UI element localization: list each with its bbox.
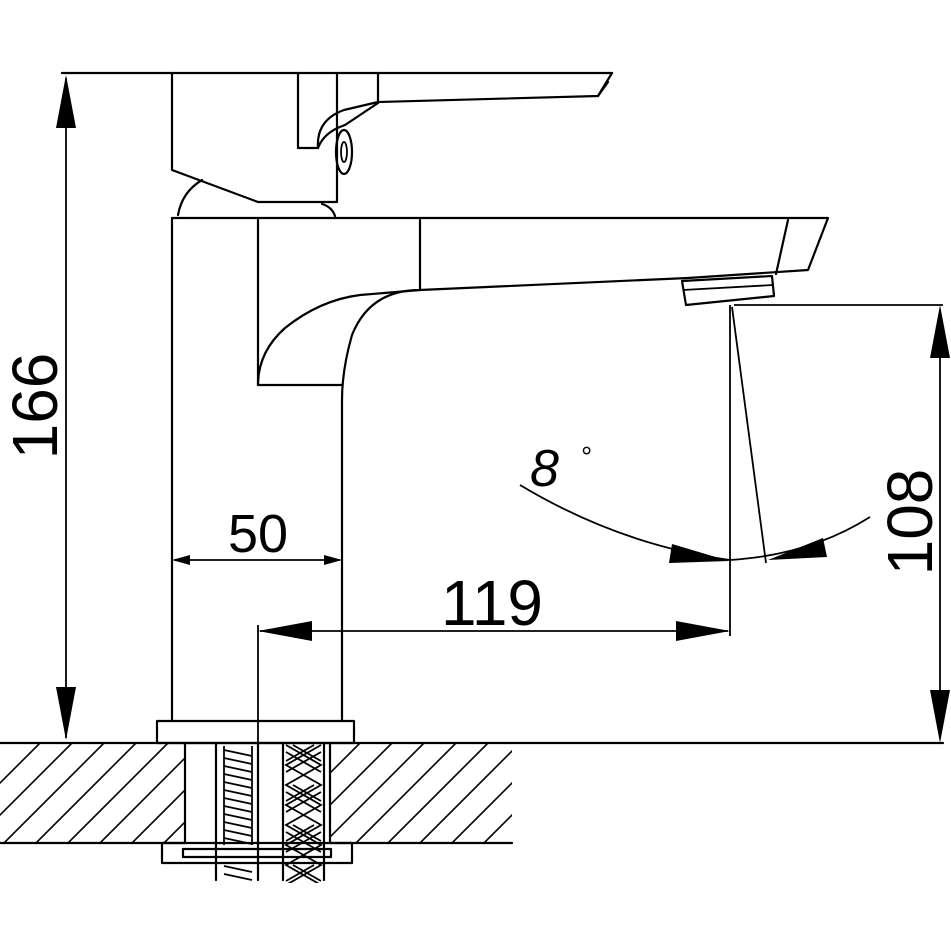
label-total-height: 166 bbox=[0, 353, 71, 460]
handle-pivot bbox=[334, 128, 354, 176]
aerator bbox=[680, 274, 776, 307]
angle-arc bbox=[519, 484, 871, 561]
body-cap-curve-right bbox=[320, 202, 337, 218]
arrow-50-left bbox=[172, 555, 190, 565]
dimension-spout-height: 108 bbox=[729, 304, 950, 743]
arrow-50-right bbox=[324, 555, 342, 565]
countertop bbox=[0, 741, 945, 845]
faucet-body bbox=[170, 178, 830, 723]
handle-pivot-inner bbox=[340, 141, 348, 163]
base-flange bbox=[155, 719, 356, 745]
dimension-spout-reach: 119 bbox=[257, 567, 730, 880]
supply-hose-braid bbox=[284, 744, 323, 883]
body-cap-curve-left bbox=[176, 178, 204, 217]
label-degree-symbol: ° bbox=[581, 441, 592, 472]
label-base-width: 50 bbox=[228, 504, 288, 564]
arrow-angle-left bbox=[669, 544, 729, 563]
spout-tip-seam bbox=[774, 218, 790, 276]
inner-recess-left bbox=[256, 218, 344, 387]
arrow-166-bottom bbox=[56, 687, 76, 740]
arrow-119-right bbox=[676, 621, 730, 641]
spout-underside-curve bbox=[256, 288, 422, 387]
threaded-rod-threads bbox=[223, 746, 253, 881]
arrow-166-top bbox=[56, 75, 76, 128]
label-spout-reach: 119 bbox=[441, 567, 543, 639]
dimension-spout-angle: 8 ° bbox=[519, 306, 871, 564]
dimension-total-height: 166 bbox=[0, 75, 76, 740]
dimension-base-width: 50 bbox=[172, 504, 342, 565]
arrow-108-bottom bbox=[930, 690, 950, 743]
handle-lever bbox=[296, 71, 614, 150]
countertop-hatch-left bbox=[0, 743, 185, 843]
countertop-hatch-right bbox=[330, 743, 512, 843]
arrow-108-top bbox=[930, 305, 950, 358]
mounting-hardware bbox=[160, 741, 354, 883]
aerator-detail bbox=[682, 284, 774, 291]
arrow-angle-right bbox=[768, 538, 827, 560]
handle-lever-tip bbox=[596, 80, 610, 98]
arrow-119-left bbox=[258, 621, 312, 641]
angle-line-8deg bbox=[731, 306, 767, 564]
handle-assembly bbox=[60, 71, 614, 204]
handle-lever-inner-curve bbox=[316, 101, 380, 150]
label-spout-angle: 8 bbox=[530, 440, 559, 498]
label-spout-height: 108 bbox=[874, 469, 946, 576]
